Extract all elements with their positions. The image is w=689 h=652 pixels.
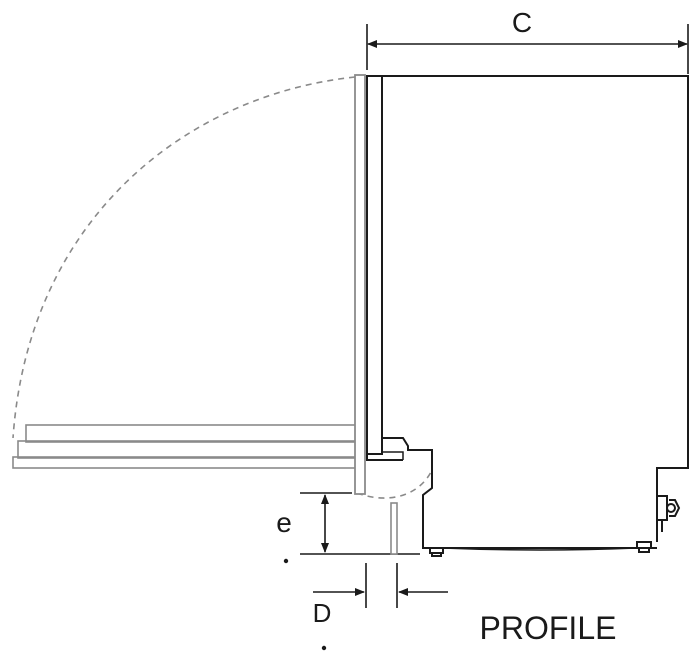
closed-door-panel bbox=[354, 74, 366, 495]
label-c: C bbox=[512, 7, 532, 38]
door-swing-arc bbox=[12, 76, 356, 439]
dishwasher-body bbox=[366, 75, 689, 557]
dimension-e bbox=[300, 492, 420, 555]
open-door-panels bbox=[12, 424, 359, 469]
profile-caption: PROFILE bbox=[480, 610, 617, 646]
label-e-dot bbox=[283, 558, 289, 564]
dimension-d bbox=[313, 563, 448, 608]
dimension-c bbox=[366, 24, 689, 74]
label-e: e bbox=[276, 507, 292, 538]
label-d: D bbox=[313, 598, 332, 628]
label-d-dot bbox=[321, 645, 327, 651]
support-post bbox=[390, 502, 398, 555]
door-bottom-swing-arc bbox=[356, 469, 433, 499]
